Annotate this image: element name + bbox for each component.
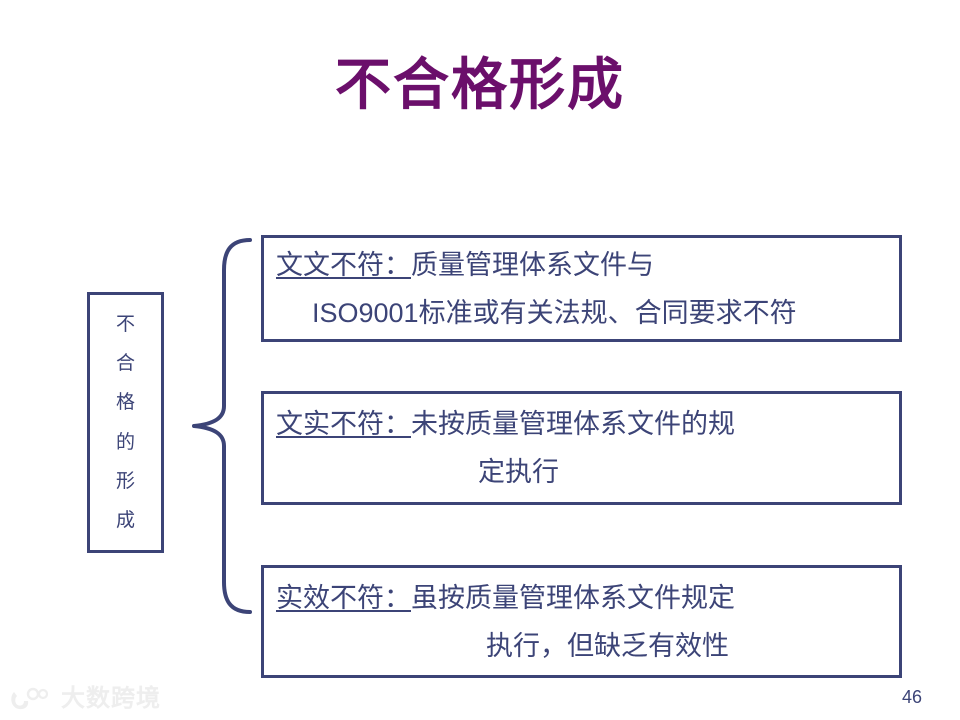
content-box-wenwen-buhe: 文文不符：质量管理体系文件与 ISO9001标准或有关法规、合同要求不符	[261, 235, 902, 342]
box-line1-text: 未按质量管理体系文件的规	[411, 409, 735, 439]
content-line: ISO9001标准或有关法规、合同要求不符	[264, 289, 899, 337]
vertical-label-char: 合	[115, 353, 135, 375]
vertical-label-text: 不 合 格 的 形 成	[90, 295, 161, 550]
vertical-label-char: 成	[115, 509, 135, 531]
curly-brace-icon	[192, 238, 252, 614]
box-line1-text: 虽按质量管理体系文件规定	[411, 582, 735, 613]
box-line2-latin: ISO9001	[312, 297, 419, 328]
box-keyword: 文文不符	[276, 249, 384, 280]
content-line: 文文不符：质量管理体系文件与	[264, 241, 899, 289]
vertical-label-char: 格	[115, 392, 135, 414]
box-separator: ：	[384, 409, 411, 439]
box-separator: ：	[384, 582, 411, 613]
content-line: 实效不符：虽按质量管理体系文件规定	[264, 574, 899, 622]
box-line2-text: 标准或有关法规、合同要求不符	[418, 297, 797, 328]
box-line1-text: 质量管理体系文件与	[411, 249, 654, 280]
content-box-inner: 实效不符：虽按质量管理体系文件规定 执行，但缺乏有效性	[264, 568, 899, 675]
box-line2-text: 执行，但缺乏有效性	[486, 630, 729, 661]
content-line: 执行，但缺乏有效性	[264, 622, 899, 670]
vertical-label-char: 不	[115, 314, 135, 336]
watermark-logo-icon	[11, 687, 49, 710]
content-box-inner: 文文不符：质量管理体系文件与 ISO9001标准或有关法规、合同要求不符	[264, 238, 899, 339]
vertical-label-char: 形	[115, 470, 135, 492]
watermark: 大数跨境	[10, 686, 161, 712]
content-box-shixiao-buhe: 实效不符：虽按质量管理体系文件规定 执行，但缺乏有效性	[261, 565, 902, 678]
box-line2-text: 定执行	[478, 457, 559, 487]
content-line: 文实不符：未按质量管理体系文件的规	[264, 400, 899, 448]
content-box-inner: 文实不符：未按质量管理体系文件的规 定执行	[264, 394, 899, 502]
content-box-wenshi-buhe: 文实不符：未按质量管理体系文件的规 定执行	[261, 391, 902, 505]
vertical-label-box: 不 合 格 的 形 成	[87, 292, 164, 553]
box-separator: ：	[384, 249, 411, 280]
box-keyword: 实效不符	[276, 582, 384, 613]
box-keyword: 文实不符	[276, 409, 384, 439]
watermark-text: 大数跨境	[61, 685, 161, 712]
page-title: 不合格形成	[335, 53, 625, 116]
page-number: 46	[901, 687, 922, 707]
vertical-label-char: 的	[115, 431, 135, 453]
content-line: 定执行	[264, 448, 899, 496]
